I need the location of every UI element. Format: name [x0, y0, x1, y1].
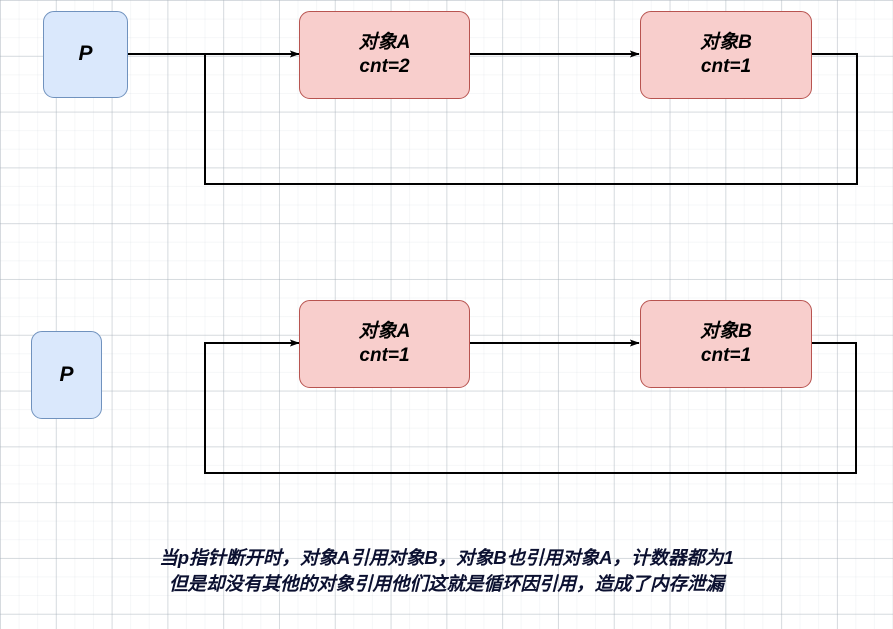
object-node-b-row2[interactable]: 对象B cnt=1	[640, 300, 812, 388]
pointer-node-p-row1[interactable]: P	[43, 11, 128, 98]
pointer-label: P	[59, 362, 74, 386]
caption-line-2: 但是却没有其他的对象引用他们这就是循环因引用，造成了内存泄漏	[168, 573, 724, 595]
object-count-label: cnt=2	[359, 56, 410, 77]
object-node-b-row1[interactable]: 对象B cnt=1	[640, 11, 812, 99]
object-node-a-row2[interactable]: 对象A cnt=1	[299, 300, 470, 388]
object-title: 对象A	[358, 320, 411, 342]
object-title: 对象B	[700, 320, 752, 342]
pointer-label: P	[78, 42, 93, 66]
object-count-label: cnt=1	[700, 56, 752, 77]
object-node-a-row1[interactable]: 对象A cnt=2	[299, 11, 470, 99]
caption-line-1: 当p指针断开时，对象A引用对象B，对象B也引用对象A，计数器都为1	[159, 547, 734, 568]
object-title: 对象B	[700, 31, 752, 53]
object-count-label: cnt=1	[700, 345, 752, 366]
diagram-caption: 当p指针断开时，对象A引用对象B，对象B也引用对象A，计数器都为1 但是却没有其…	[0, 545, 893, 598]
object-title: 对象A	[358, 31, 411, 53]
object-count-label: cnt=1	[359, 345, 410, 366]
pointer-node-p-row2[interactable]: P	[31, 331, 102, 419]
